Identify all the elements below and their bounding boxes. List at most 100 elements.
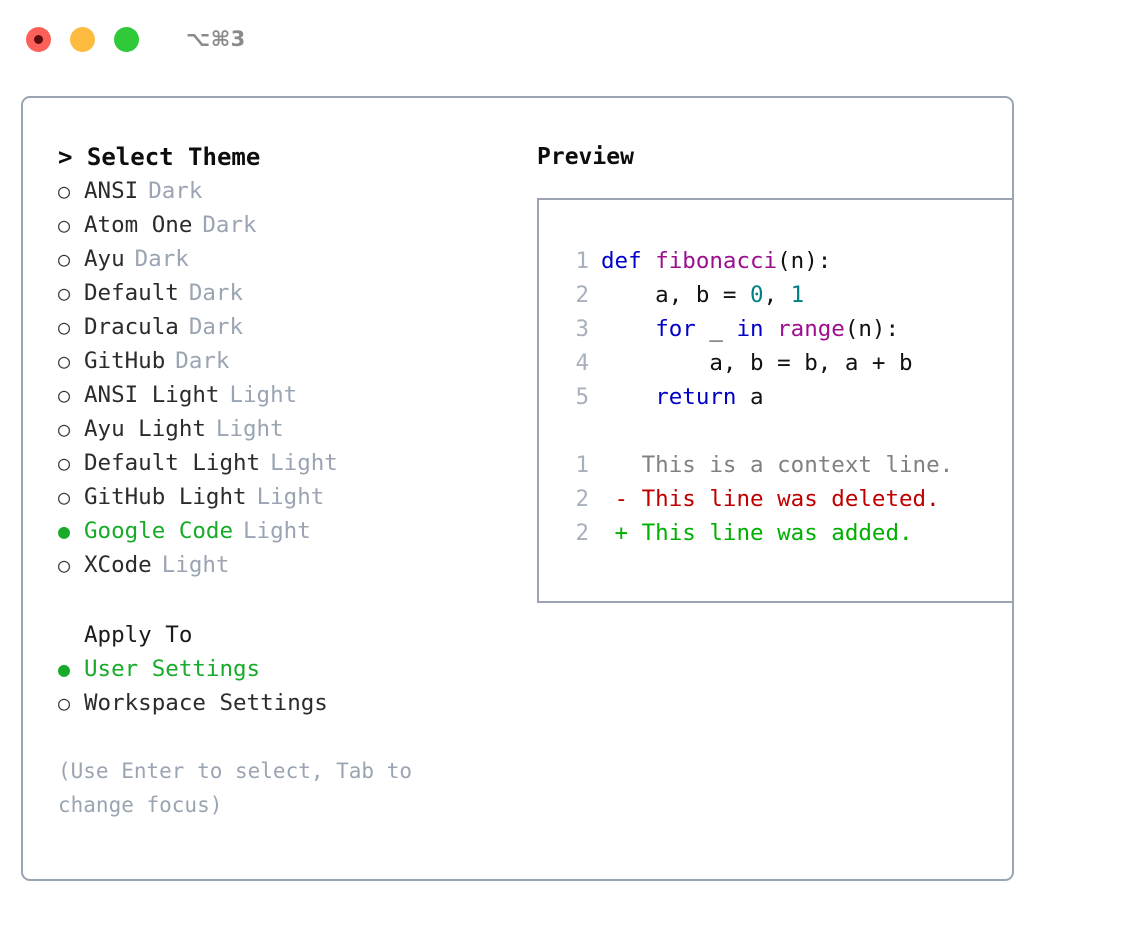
theme-option-label: GitHub Light [84,484,247,510]
code-line: 3 for _ in range(n): [557,312,1012,346]
radio-unselected-icon: ○ [58,485,71,509]
line-number: 4 [575,350,589,376]
theme-option-label: ANSI [84,178,139,204]
theme-option-label: Default Light [84,450,261,476]
theme-option-github-light[interactable]: ○ GitHub Light Light [58,480,509,514]
theme-variant-badge: Light [161,552,230,578]
theme-option-ansi-light[interactable]: ○ ANSI Light Light [58,378,509,412]
radio-unselected-icon: ○ [58,315,71,339]
radio-unselected-icon: ○ [58,247,71,271]
token-del: - This line was deleted. [601,486,940,512]
token-txt: a, b = [601,282,751,308]
radio-unselected-icon: ○ [58,691,71,715]
apply-to-option-label: User Settings [84,656,261,682]
token-txt [642,248,656,274]
theme-option-label: Ayu Light [84,416,206,442]
radio-selected-icon: ● [58,657,71,681]
spacer [58,582,509,618]
code-line: 4 a, b = b, a + b [557,346,1012,380]
code-line: 2 a, b = 0, 1 [557,278,1012,312]
line-content: + This line was added. [601,516,913,550]
apply-to-heading: Apply To [84,622,193,648]
maximize-window-button[interactable] [114,26,139,52]
apply-to-option-user-settings[interactable]: ● User Settings [58,652,509,686]
line-number: 5 [575,384,589,410]
token-kw: in [736,316,764,342]
minimize-window-button[interactable] [70,26,95,52]
theme-option-github[interactable]: ○ GitHub Dark [58,344,509,378]
token-ctx: This is a context line. [601,452,954,478]
select-theme-heading: > Select Theme [58,143,261,171]
radio-unselected-icon: ○ [58,349,71,373]
theme-option-label: Google Code [84,518,234,544]
radio-unselected-icon: ○ [58,383,71,407]
theme-option-label: Default [84,280,179,306]
apply-to-option-workspace-settings[interactable]: ○ Workspace Settings [58,686,509,720]
theme-option-ayu-light[interactable]: ○ Ayu Light Light [58,412,509,446]
diff-sample: 1 This is a context line. 2 - This line w… [557,448,1012,550]
theme-variant-badge: Dark [148,178,203,204]
code-line: 5 return a [557,380,1012,414]
apply-to-option-label: Workspace Settings [84,690,328,716]
theme-variant-badge: Dark [175,348,230,374]
line-number: 2 [575,520,589,546]
token-kw: def [601,248,642,274]
line-content: return a [601,380,764,414]
token-kw: return [655,384,737,410]
radio-unselected-icon: ○ [58,417,71,441]
theme-variant-badge: Light [229,382,298,408]
token-txt [601,316,655,342]
diff-line: 1 This is a context line. [557,448,1012,482]
token-add: + This line was added. [601,520,913,546]
theme-option-default-light[interactable]: ○ Default Light Light [58,446,509,480]
keyboard-hint-text: (Use Enter to select, Tab to change focu… [58,759,425,817]
line-number: 2 [575,282,589,308]
token-num: 0 [750,282,764,308]
radio-selected-icon: ● [58,519,71,543]
line-content: a, b = 0, 1 [601,278,804,312]
line-number: 1 [575,248,589,274]
theme-option-dracula[interactable]: ○ Dracula Dark [58,310,509,344]
theme-variant-badge: Light [243,518,311,544]
theme-variant-badge: Dark [188,314,244,340]
preview-heading: Preview [537,144,634,170]
theme-variant-badge: Light [270,450,338,476]
theme-variant-badge: Light [215,416,284,442]
token-kw: for [655,316,696,342]
token-txt [764,316,778,342]
token-txt: a [736,384,764,410]
token-fn: range [777,316,845,342]
theme-option-google-code[interactable]: ● Google Code Light [58,514,509,548]
theme-option-label: XCode [84,552,152,578]
token-txt: _ [695,316,737,342]
theme-option-label: Atom One [84,212,193,238]
theme-option-label: Dracula [84,314,179,340]
theme-variant-badge: Light [256,484,325,510]
window-controls [26,26,139,52]
close-window-button[interactable] [26,26,51,52]
line-number: 1 [575,452,589,478]
spacer [557,414,1012,448]
theme-option-label: ANSI Light [84,382,220,408]
line-content: def fibonacci(n): [601,244,831,278]
token-txt: (n): [777,248,832,274]
keyboard-shortcut-label: ⌥⌘3 [186,27,246,51]
theme-option-label: GitHub [84,348,166,374]
theme-variant-badge: Dark [188,280,244,306]
radio-unselected-icon: ○ [58,451,71,475]
titlebar: ⌥⌘3 [0,0,1140,78]
line-content: This is a context line. [601,448,954,482]
line-content: a, b = b, a + b [601,346,912,380]
